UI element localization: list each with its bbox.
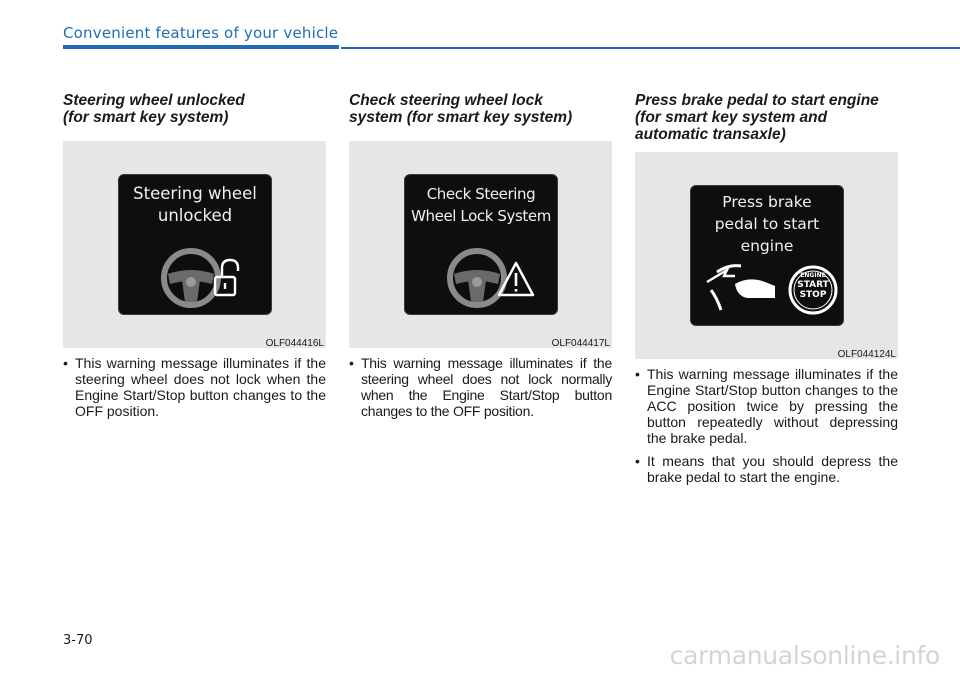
cluster-display: Press brake pedal to start engine ENGINE…	[690, 185, 844, 326]
warning-triangle-icon	[497, 261, 535, 297]
display-message: Press brake pedal to start engine	[714, 193, 820, 255]
steering-wheel-unlocked-icon	[161, 248, 240, 308]
figure-code: OLF044417L	[551, 338, 610, 349]
cluster-display: Steering wheel unlocked	[118, 174, 272, 315]
open-lock-icon	[213, 258, 240, 297]
page-number: 3-70	[63, 633, 93, 648]
bullet-list: This warning message illuminates if the …	[349, 355, 612, 419]
list-item: This warning message illuminates if the …	[349, 355, 612, 419]
section-press-brake-pedal: Press brake pedal to start engine (for s…	[635, 92, 898, 492]
figure-press-brake-pedal: Press brake pedal to start engine ENGINE…	[635, 152, 898, 360]
section-title: Check steering wheel lock system (for sm…	[349, 92, 573, 126]
engine-start-stop-icon: ENGINE START STOP	[797, 272, 829, 300]
display-message: Steering wheel unlocked	[133, 184, 257, 225]
cluster-display: Check Steering Wheel Lock System	[404, 174, 558, 315]
brake-pedal-icon	[706, 264, 838, 315]
steering-wheel-warning-icon	[447, 248, 535, 308]
figure-code: OLF044416L	[265, 338, 324, 349]
bullet-list: This warning message illuminates if the …	[63, 355, 326, 419]
figure-steering-wheel-unlocked: Steering wheel unlocked OLF044416L	[63, 141, 326, 349]
section-title: Press brake pedal to start engine (for s…	[635, 92, 879, 143]
section-title: Steering wheel unlocked (for smart key s…	[63, 92, 245, 126]
watermark: carmanualsonline.info	[669, 641, 941, 670]
header-rule-thin	[341, 47, 960, 49]
list-item: This warning message illuminates if the …	[63, 355, 326, 419]
figure-check-steering-wheel-lock: Check Steering Wheel Lock System OLF0444…	[349, 141, 612, 349]
figure-code: OLF044124L	[837, 349, 896, 360]
header-title: Convenient features of your vehicle	[63, 24, 339, 42]
section-check-steering-wheel-lock: Check steering wheel lock system (for sm…	[349, 92, 612, 426]
list-item: It means that you should depress the bra…	[635, 453, 898, 485]
section-steering-wheel-unlocked: Steering wheel unlocked (for smart key s…	[63, 92, 326, 426]
bullet-list: This warning message illuminates if the …	[635, 366, 898, 485]
display-message: Check Steering Wheel Lock System	[411, 185, 551, 225]
list-item: This warning message illuminates if the …	[635, 366, 898, 446]
header-rule-thick	[63, 45, 339, 49]
